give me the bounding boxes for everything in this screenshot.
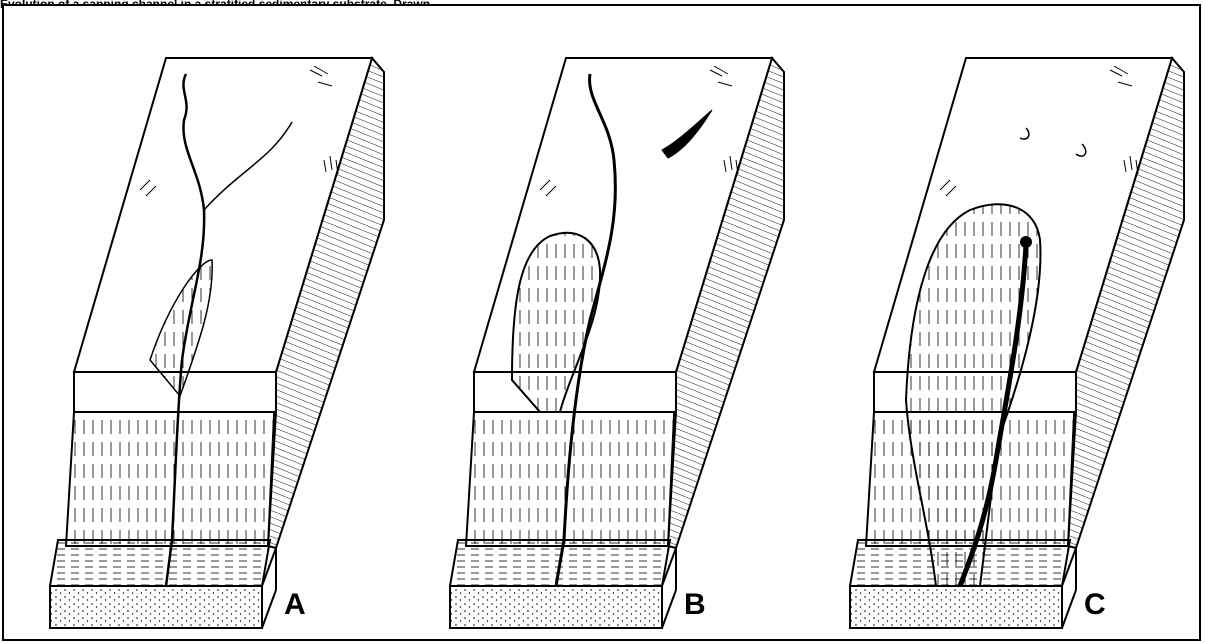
panel-a: A xyxy=(50,58,384,628)
panel-c: C xyxy=(850,58,1184,628)
panel-label-b: B xyxy=(684,588,706,621)
panel-label-c: C xyxy=(1084,588,1106,621)
panel-b: B xyxy=(450,58,784,628)
panel-label-a: A xyxy=(284,588,306,621)
